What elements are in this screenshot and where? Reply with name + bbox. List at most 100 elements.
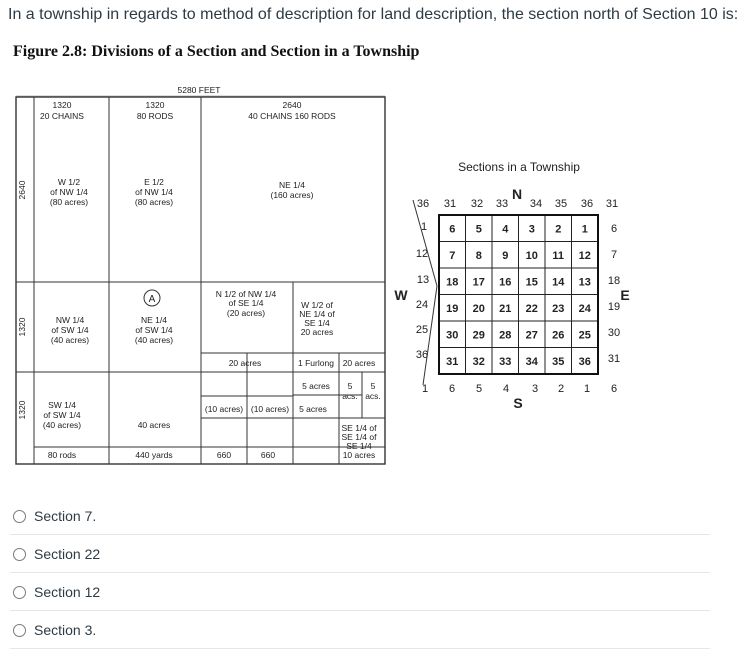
township-bottom-label: 1 [584, 383, 590, 395]
township-top-label: 31 [606, 198, 618, 210]
section-divisions-diagram [15, 95, 386, 465]
e-half-line1: E 1/2 [144, 177, 164, 187]
side-label-1320-mid: 1320 [17, 317, 27, 336]
township-top-label: 36 [581, 198, 593, 210]
township-section-number: 31 [446, 356, 458, 368]
township-bottom-label: 5 [476, 383, 482, 395]
radio-button-icon[interactable] [13, 547, 26, 561]
township-section-number: 21 [499, 303, 511, 315]
side-label-1320-bot: 1320 [17, 400, 27, 419]
col2-head-line2: 80 RODS [137, 111, 174, 121]
township-title: Sections in a Township [458, 160, 580, 174]
radio-button-icon[interactable] [13, 585, 26, 599]
township-section-number: 27 [526, 329, 538, 341]
township-right-label: 19 [608, 301, 620, 313]
township-bottom-label: 2 [558, 383, 564, 395]
w-half-line3: (80 acres) [50, 197, 88, 207]
nw-sw-line2: of SW 1/4 [51, 325, 89, 335]
five-acs-b-line2: acs. [365, 391, 381, 401]
township-section-number: 28 [499, 329, 511, 341]
township-outline [438, 214, 599, 375]
w-half-line2: of NW 1/4 [50, 187, 88, 197]
nw-sw-line3: (40 acres) [51, 335, 89, 345]
se-se-se-line4: 10 acres [343, 450, 376, 460]
w-half-ne-se-line3: SE 1/4 [304, 318, 330, 328]
n-half-nw-se-line1: N 1/2 of NW 1/4 [216, 289, 277, 299]
figure-title: Figure 2.8: Divisions of a Section and S… [13, 43, 420, 60]
answer-label: Section 12 [34, 584, 101, 600]
township-right-label: 7 [611, 249, 617, 261]
twenty-acres-right: 20 acres [343, 358, 376, 368]
township-top-label: 34 [530, 198, 542, 210]
ne-sw-line2: of SW 1/4 [135, 325, 173, 335]
w-half-ne-se-line2: NE 1/4 of [299, 309, 335, 319]
township-section-number: 34 [526, 356, 539, 368]
township-section-number: 32 [473, 356, 485, 368]
radio-button-icon[interactable] [13, 509, 26, 523]
township-right-label: 18 [608, 275, 620, 287]
ten-acres-a: (10 acres) [205, 404, 243, 414]
east-label: E [620, 287, 629, 303]
south-label: S [513, 395, 522, 411]
township-bottom-label: 4 [503, 383, 509, 395]
answer-option-3[interactable]: Section 12 [10, 574, 710, 611]
township-section-number: 12 [579, 250, 591, 262]
answer-option-1[interactable]: Section 7. [10, 498, 710, 535]
five-acs-a-line2: acs. [342, 391, 358, 401]
township-section-number: 6 [449, 223, 455, 235]
land-division-diagram: 5280 FEET 1320 20 CHAINS 1320 80 RODS 26… [15, 85, 630, 465]
ne-sw-line3: (40 acres) [135, 335, 173, 345]
township-left-label: 25 [416, 324, 428, 336]
township-section-number: 26 [552, 329, 564, 341]
ne-sw-line1: NE 1/4 [141, 315, 167, 325]
township-top-label: 32 [471, 198, 483, 210]
answer-label: Section 3. [34, 622, 97, 638]
radio-button-icon[interactable] [13, 623, 26, 637]
township-bottom-label: 3 [532, 383, 538, 395]
answer-label: Section 22 [34, 546, 101, 562]
township-bottom-label: 6 [611, 383, 617, 395]
township-top-label: 33 [496, 198, 508, 210]
col3-head-line2: 40 CHAINS 160 RODS [248, 111, 336, 121]
township-section-number: 7 [449, 250, 455, 262]
five-acs-a-line1: 5 [348, 381, 353, 391]
five-acres-mid: 5 acres [299, 404, 327, 414]
township-left-label: 13 [417, 274, 429, 286]
township-section-number: 2 [555, 223, 561, 235]
township-section-number: 1 [582, 223, 588, 235]
township-top-label: 35 [555, 198, 567, 210]
col1-head-line1: 1320 [53, 100, 72, 110]
sw-sw-line1: SW 1/4 [48, 400, 76, 410]
township-section-number: 22 [526, 303, 538, 315]
township-top-label: 31 [444, 198, 456, 210]
township-right-label: 30 [608, 327, 620, 339]
township-section-number: 18 [446, 276, 458, 288]
furlong-label: 1 Furlong [298, 358, 334, 368]
answer-option-2[interactable]: Section 22 [10, 536, 710, 573]
n-half-nw-se-line3: (20 acres) [227, 308, 265, 318]
township-section-number: 19 [446, 303, 458, 315]
township-section-number: 20 [473, 303, 485, 315]
bottom-80-rods: 80 rods [48, 450, 76, 460]
five-acs-b-line1: 5 [371, 381, 376, 391]
bottom-660-a: 660 [217, 450, 231, 460]
township-left-label: 12 [416, 248, 428, 260]
answer-option-4[interactable]: Section 3. [10, 612, 710, 649]
township-section-number: 10 [526, 250, 538, 262]
bottom-440-yards: 440 yards [135, 450, 172, 460]
township-section-number: 9 [502, 250, 508, 262]
township-left-label: 1 [421, 221, 427, 233]
township-section-number: 16 [499, 276, 511, 288]
ne-quarter-line2: (160 acres) [271, 190, 314, 200]
township-section-number: 17 [473, 276, 485, 288]
township-section-number: 35 [552, 356, 564, 368]
township-left-label: 36 [416, 349, 428, 361]
township-section-number: 5 [476, 223, 482, 235]
side-label-2640: 2640 [17, 180, 27, 199]
se-se-se-line2: SE 1/4 of [342, 432, 378, 442]
bottom-660-b: 660 [261, 450, 275, 460]
e-half-line2: of NW 1/4 [135, 187, 173, 197]
forty-acres-label: 40 acres [138, 420, 171, 430]
township-left-label: 24 [416, 299, 428, 311]
answer-label: Section 7. [34, 508, 97, 524]
